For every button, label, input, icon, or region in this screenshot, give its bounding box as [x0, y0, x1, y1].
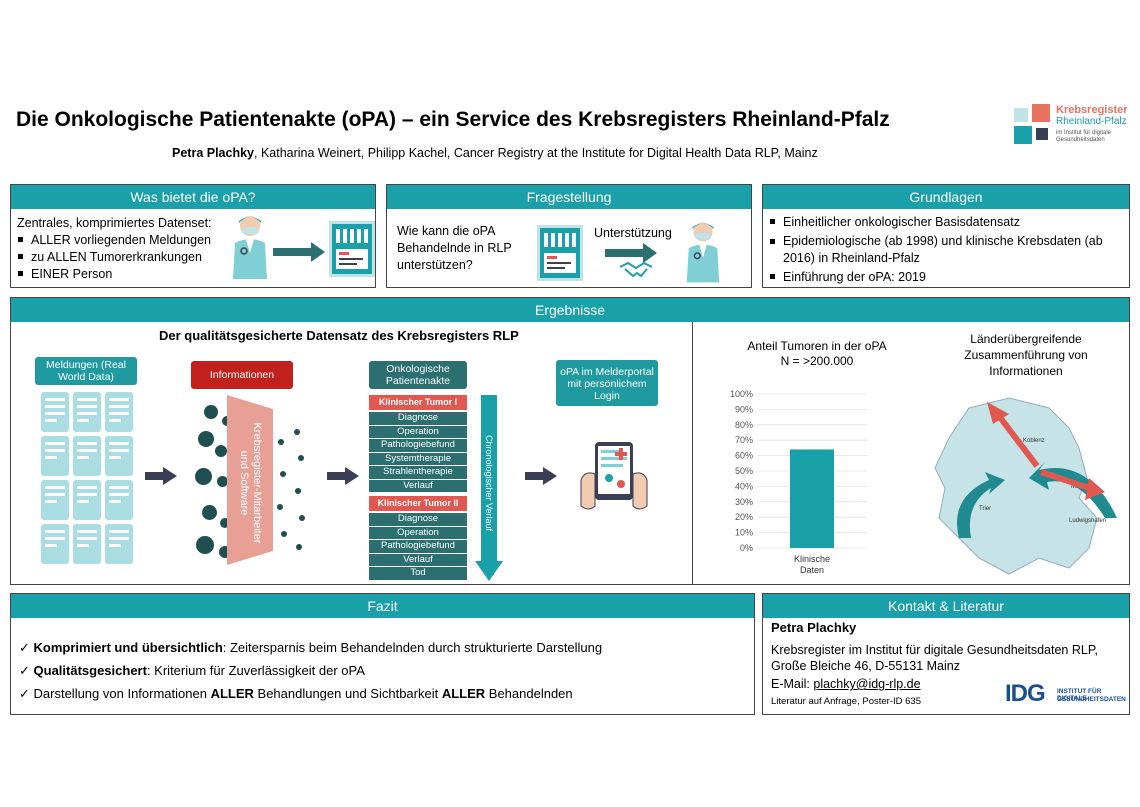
map-label-koblenz: Koblenz — [1023, 438, 1045, 444]
box-ergebnisse: Ergebnisse Der qualitätsgesicherte Daten… — [10, 297, 1130, 585]
funnel-shape — [227, 395, 273, 565]
box1-header: Was bietet die oPA? — [11, 185, 375, 209]
box-kontakt: Kontakt & Literatur Petra Plachky Krebsr… — [762, 593, 1130, 715]
box3-header: Grundlagen — [763, 185, 1129, 209]
email-label: E-Mail: — [771, 677, 814, 691]
map-label-ludwigshafen: Ludwigshafen — [1069, 518, 1106, 524]
map-title: Länderübergreifende Zusammenführung von … — [964, 332, 1088, 378]
box2-question: Wie kann die oPA Behandelnde in RLP unte… — [397, 224, 512, 272]
x-category-label: Daten — [800, 565, 824, 575]
arrow-right-icon — [327, 467, 359, 485]
box1-item: EINER Person — [17, 266, 212, 283]
box1-intro: Zentrales, komprimiertes Datenset: — [17, 216, 212, 230]
y-tick-label: 70% — [735, 435, 753, 445]
kontakt-addr: Große Bleiche 46, D-55131 Mainz — [771, 659, 960, 673]
y-tick-label: 0% — [740, 543, 753, 553]
box1-item: ALLER vorliegenden Meldungen — [17, 232, 212, 249]
y-tick-label: 20% — [735, 512, 753, 522]
tumor-row: Pathologiebefund — [369, 439, 467, 452]
idg-line1: INSTITUT FÜR DIGITALE — [1057, 688, 1102, 702]
lead-author: Petra Plachky — [172, 146, 254, 160]
y-tick-label: 80% — [735, 420, 753, 430]
tumor-1-label: Klinischer Tumor I — [369, 395, 467, 410]
kontakt-header: Kontakt & Literatur — [763, 594, 1129, 618]
record-icon — [329, 221, 375, 277]
box3-item: Einführung der oPA: 2019 — [769, 269, 1119, 286]
portal-label: oPA im Melderportal mit persönlichem Log… — [556, 360, 658, 406]
logo-line4: Gesundheitsdaten — [1056, 137, 1105, 143]
results-subtitle: Der qualitätsgesicherte Datensatz des Kr… — [159, 328, 519, 343]
akte-title: Onkologische Patientenakte — [369, 361, 467, 389]
poster-title: Die Onkologische Patientenakte (oPA) – e… — [16, 108, 890, 131]
box2-header: Fragestellung — [387, 185, 751, 209]
tumor-row: Strahlentherapie — [369, 466, 467, 479]
tablet-hands-icon — [580, 442, 648, 510]
idg-line2: GESUNDHEITSDATEN — [1057, 696, 1126, 703]
chart-title: Anteil Tumoren in der oPA — [747, 339, 887, 353]
y-tick-label: 40% — [735, 481, 753, 491]
kontakt-literatur: Literatur auf Anfrage, Poster-ID 635 — [771, 696, 921, 707]
fazit-item: ✓ Darstellung von Informationen ALLER Be… — [19, 686, 573, 701]
box-was-bietet: Was bietet die oPA? Zentrales, komprimie… — [10, 184, 376, 288]
doctor-icon — [233, 216, 267, 279]
tumor-row: Operation — [369, 526, 467, 539]
idg-logo: IDG — [1005, 680, 1046, 708]
kontakt-name: Petra Plachky — [771, 620, 857, 635]
informationen-label: Informationen — [191, 361, 293, 389]
y-tick-label: 60% — [735, 451, 753, 461]
y-tick-label: 100% — [730, 389, 753, 399]
tumor-row: Diagnose — [369, 412, 467, 425]
y-tick-label: 10% — [735, 528, 753, 538]
meldungen-label: Meldungen (Real World Data) — [35, 357, 137, 385]
handshake-icon — [619, 261, 653, 278]
box3-item: Einheitlicher onkologischer Basisdatensa… — [769, 214, 1119, 231]
tumor-row: Diagnose — [369, 513, 467, 526]
krebsregister-logo: Krebsregister Rheinland-Pfalz im Institu… — [1012, 104, 1130, 148]
tumor-row: Verlauf — [369, 479, 467, 492]
patientenakte-rows: Klinischer Tumor I Diagnose Operation Pa… — [369, 395, 467, 585]
box-grundlagen: Grundlagen Einheitlicher onkologischer B… — [762, 184, 1130, 288]
tumor-2-label: Klinischer Tumor II — [369, 496, 467, 511]
box-fragestellung: Fragestellung Wie kann die oPA Behandeln… — [386, 184, 752, 288]
chrono-label: Chronologischer Verlauf — [484, 434, 494, 532]
logo-line1: Krebsregister — [1056, 104, 1128, 116]
arrow-right-icon — [145, 467, 177, 485]
box-fazit: Fazit ✓ Komprimiert und übersichtlich: Z… — [10, 593, 755, 715]
tumor-row: Systemtherapie — [369, 452, 467, 465]
box3-item: Epidemiologische (ab 1998) und klinische… — [769, 233, 1119, 267]
x-category-label: Klinische — [794, 554, 830, 564]
map-label-trier: Trier — [979, 506, 991, 512]
idg-letters: IDG — [1005, 680, 1046, 707]
fazit-item: ✓ Komprimiert und übersichtlich: Zeiters… — [19, 640, 603, 655]
doctor-icon — [686, 222, 720, 283]
logo-line3: im Institut für digitale — [1056, 130, 1112, 136]
authors: Petra Plachky, Katharina Weinert, Philip… — [172, 146, 818, 160]
box2-support: Unterstützung — [594, 226, 672, 240]
tumor-row: Operation — [369, 425, 467, 438]
co-authors: , Katharina Weinert, Philipp Kachel, Can… — [254, 146, 818, 160]
kontakt-inst: Krebsregister im Institut für digitale G… — [771, 643, 1099, 657]
email-link[interactable]: plachky@idg-rlp.de — [813, 677, 921, 691]
tumor-row: Tod — [369, 567, 467, 580]
chronological-arrow — [475, 395, 503, 581]
chart-subtitle: N = >200.000 — [780, 354, 854, 368]
funnel-label: Krebsregister-Mitarbeiter und Software — [238, 422, 263, 544]
fazit-header: Fazit — [11, 594, 754, 618]
fazit-item: ✓ Qualitätsgesichert: Kriterium für Zuve… — [19, 663, 365, 678]
record-icon — [537, 225, 583, 281]
tumor-row: Verlauf — [369, 553, 467, 566]
rlp-map: Koblenz Mainz Trier Ludwigshafen — [934, 397, 1117, 575]
box1-item: zu ALLEN Tumorerkrankungen — [17, 249, 212, 266]
y-tick-label: 30% — [735, 497, 753, 507]
bar — [790, 449, 834, 548]
tumor-row: Pathologiebefund — [369, 540, 467, 553]
meldungen-documents — [41, 392, 133, 564]
y-tick-label: 50% — [735, 466, 753, 476]
results-header: Ergebnisse — [11, 298, 1129, 322]
bar-chart: 0% 10% 20% 30% 40% 50% 60% 70% 80% 90% 100% Klinisc… — [730, 389, 867, 575]
logo-line2: Rheinland-Pfalz — [1056, 116, 1127, 127]
arrow-right-icon — [525, 467, 557, 485]
y-tick-label: 90% — [735, 404, 753, 414]
